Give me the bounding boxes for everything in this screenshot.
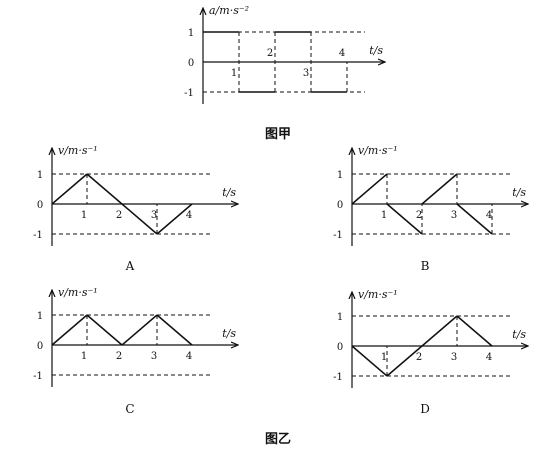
option-d-graph-y-tick-label: -1 xyxy=(333,372,343,383)
option-c-graph-x-tick-label: 4 xyxy=(186,351,192,362)
option-a-graph-y-tick-label: 0 xyxy=(37,200,43,211)
option-d-graph-x-tick-label: 1 xyxy=(381,352,387,363)
option-a-graph-x-tick-label: 4 xyxy=(186,210,192,221)
top-graph-x-tick-label: 3 xyxy=(303,68,309,79)
option-d-graph-x-tick-label: 3 xyxy=(451,352,457,363)
option-a-graph-velocity-segment xyxy=(86,173,123,205)
option-c-graph-y-tick-label: -1 xyxy=(33,371,43,382)
option-d-graph-y-tick-label: 1 xyxy=(337,312,343,323)
option-b-graph-velocity-segment xyxy=(421,173,458,205)
option-c-graph-velocity-segment xyxy=(86,314,123,346)
option-a-graph-y-axis-label: v/m·s⁻¹ xyxy=(58,144,98,157)
option-a-graph-x-tick-label: 3 xyxy=(151,210,157,221)
option-d-graph-x-axis-label: t/s xyxy=(512,328,526,341)
top-graph-y-tick-label: -1 xyxy=(184,88,194,99)
option-c-graph-velocity-segment xyxy=(156,314,193,346)
option-d-graph-velocity-segment xyxy=(456,315,493,347)
option-d-graph-option-label: D xyxy=(420,402,430,416)
option-d-graph-y-tick-label: 0 xyxy=(337,342,343,353)
option-a-graph-x-axis-label: t/s xyxy=(222,186,236,199)
option-b-graph-x-tick-label: 4 xyxy=(486,210,492,221)
option-b-graph-x-axis-label: t/s xyxy=(512,186,526,199)
caption-figure-bottom: 图乙 xyxy=(265,432,291,447)
option-c-graph-x-tick-label: 3 xyxy=(151,351,157,362)
option-c-graph-y-tick-label: 0 xyxy=(37,341,43,352)
option-a-graph-x-tick-label: 1 xyxy=(81,210,87,221)
option-d-graph-velocity-segment xyxy=(386,345,423,377)
option-b-graph-y-axis-label: v/m·s⁻¹ xyxy=(358,144,398,157)
option-d-graph-velocity-segment xyxy=(421,315,458,347)
option-a-graph-velocity-segment xyxy=(121,203,158,235)
option-b-graph-y-tick-label: -1 xyxy=(333,230,343,241)
option-b-graph-x-tick-label: 2 xyxy=(416,210,422,221)
option-b-graph-velocity-segment xyxy=(386,203,423,235)
option-c-graph-velocity-segment xyxy=(51,314,88,346)
option-d-graph-x-tick-label: 2 xyxy=(416,352,422,363)
option-d-graph-x-tick-label: 4 xyxy=(486,352,492,363)
top-graph-y-axis-label: a/m·s⁻² xyxy=(209,4,249,17)
option-c-graph-x-axis-label: t/s xyxy=(222,327,236,340)
option-b-graph-x-tick-label: 1 xyxy=(381,210,387,221)
option-a-graph-velocity-segment xyxy=(51,173,88,205)
option-a-graph-x-tick-label: 2 xyxy=(116,210,122,221)
caption-figure-top: 图甲 xyxy=(265,127,291,142)
option-a-graph-y-tick-label: 1 xyxy=(37,170,43,181)
option-c-graph-y-axis-label: v/m·s⁻¹ xyxy=(58,286,98,299)
top-graph-x-axis-label: t/s xyxy=(369,44,383,57)
option-d-graph-velocity-segment xyxy=(351,345,388,377)
option-b-graph-option-label: B xyxy=(421,259,430,273)
option-c-graph-option-label: C xyxy=(125,402,134,416)
top-graph-y-tick-label: 0 xyxy=(188,58,194,69)
option-c-graph-velocity-segment xyxy=(121,314,158,346)
option-c-graph-x-tick-label: 1 xyxy=(81,351,87,362)
option-b-graph-velocity-segment xyxy=(351,173,388,205)
top-graph-x-tick-label: 1 xyxy=(231,68,237,79)
top-graph-x-tick-label: 4 xyxy=(339,48,345,59)
option-c-graph-y-tick-label: 1 xyxy=(37,311,43,322)
option-b-graph-x-tick-label: 3 xyxy=(451,210,457,221)
top-graph-y-tick-label: 1 xyxy=(188,28,194,39)
option-c-graph-x-tick-label: 2 xyxy=(116,351,122,362)
option-a-graph-y-tick-label: -1 xyxy=(33,230,43,241)
option-a-graph-velocity-segment xyxy=(156,203,193,235)
option-b-graph-y-tick-label: 1 xyxy=(337,170,343,181)
option-b-graph-y-tick-label: 0 xyxy=(337,200,343,211)
option-b-graph-velocity-segment xyxy=(456,203,493,235)
top-graph-x-tick-label: 2 xyxy=(267,48,273,59)
option-a-graph-option-label: A xyxy=(125,259,135,273)
option-d-graph-y-axis-label: v/m·s⁻¹ xyxy=(358,288,398,301)
